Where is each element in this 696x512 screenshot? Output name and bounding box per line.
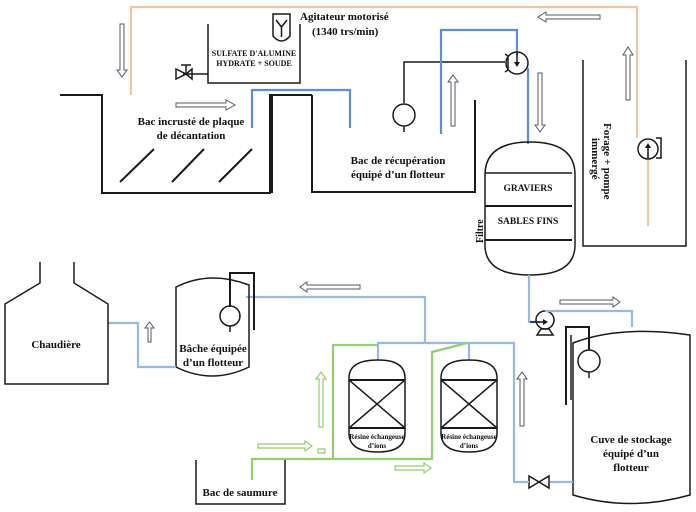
resin-1-label-1: Résine échangeuse — [349, 433, 404, 441]
resin-2-label-2: d’ions — [460, 442, 479, 450]
storage-tank-label-3: flotteur — [613, 462, 649, 474]
settling-tank — [60, 94, 312, 194]
storage-float-icon — [577, 349, 601, 378]
resin-vessel-2 — [440, 359, 498, 453]
feed-tank — [175, 277, 250, 377]
agitator-label-2: (1340 trs/min) — [312, 26, 379, 38]
filter-vessel — [484, 141, 576, 276]
storage-outlet-valve-icon — [528, 474, 550, 490]
storage-tank-overflow-pipe — [565, 326, 590, 405]
filter-layer-fine-sand: SABLES FINS — [498, 217, 558, 227]
flow-arrow-icon — [622, 46, 634, 101]
flow-arrow-icon — [534, 72, 546, 133]
recovery-float-icon — [392, 61, 505, 132]
overflow-pipe — [250, 88, 352, 128]
settling-plate-1 — [119, 148, 155, 183]
well-label-1: Forage + pompe — [601, 123, 613, 200]
resin-vessel-1 — [348, 359, 406, 453]
settling-plate-3 — [218, 148, 253, 183]
flow-arrow-icon — [537, 11, 601, 23]
well-pump-icon — [637, 137, 662, 160]
softened-water-pipe — [246, 295, 427, 343]
agitator-label-1: Agitateur motorisé — [300, 11, 389, 23]
flow-arrow-icon — [116, 23, 128, 78]
boiler-feed-pipe — [108, 321, 176, 369]
reagent-tank-label-2: HYDRATE + SOUDE — [216, 59, 292, 68]
settling-tank-label-2: de décantation — [157, 130, 226, 142]
flow-arrow-icon — [447, 74, 459, 127]
well-casing — [582, 60, 687, 247]
brine-tank — [195, 460, 286, 505]
brine-pipe — [250, 341, 468, 480]
recovery-tank-label-2: équipé d’un flotteur — [351, 169, 445, 181]
boiler — [4, 262, 109, 385]
flow-arrow-icon — [144, 321, 155, 343]
filter-label: Filtre — [475, 219, 486, 243]
feed-tank-label-2: d’un flotteur — [183, 357, 243, 369]
agitator-icon — [272, 13, 291, 42]
reagent-tank-label-1: SULFATE D'ALUMINE — [212, 49, 296, 58]
flow-arrow-icon — [314, 370, 328, 428]
settling-plate-2 — [171, 148, 205, 183]
filter-layer-gravel: GRAVIERS — [504, 184, 553, 194]
feed-tank-label-1: Bâche équipée — [179, 343, 247, 355]
flow-arrow-icon — [257, 439, 314, 453]
storage-tank-label-1: Cuve de stockage — [590, 434, 671, 446]
boiler-label: Chaudière — [31, 339, 80, 351]
recovery-tank-label-1: Bac de récupération — [351, 155, 446, 167]
brine-pipe-branch — [331, 343, 378, 459]
storage-inlet-pipe — [545, 309, 634, 327]
flow-arrow-icon — [394, 461, 433, 475]
resin-1-label-2: d’ions — [368, 442, 387, 450]
filter-feed-pump-icon — [504, 51, 529, 75]
feed-tank-vent-pipe — [229, 272, 255, 330]
well-label-2: immergé — [589, 138, 601, 180]
flow-arrow-icon — [516, 371, 528, 427]
resin-2-label-1: Résine échangeuse — [441, 433, 496, 441]
settling-tank-label-1: Bac incrusté de plaque — [138, 116, 245, 128]
flow-arrow-icon — [299, 281, 361, 293]
reagent-tank — [207, 24, 301, 84]
brine-tank-label: Bac de saumure — [203, 487, 278, 499]
suction-pipe — [439, 28, 519, 134]
raw-water-pipe — [129, 5, 639, 138]
feed-tank-float-icon — [219, 305, 241, 332]
flow-arrow-icon — [317, 448, 326, 454]
flow-arrow-icon — [175, 99, 237, 111]
softener-return-pipe — [376, 341, 529, 484]
storage-tank-label-2: équipé d’un — [603, 448, 659, 460]
flow-arrow-icon — [559, 296, 621, 308]
storage-tank — [572, 330, 691, 505]
reagent-valve-icon — [175, 64, 193, 81]
